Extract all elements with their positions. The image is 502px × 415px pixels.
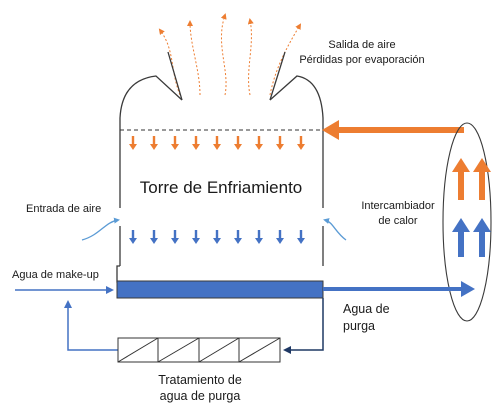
hot-water-return-arrowhead xyxy=(322,120,339,140)
air-inlet-arrows xyxy=(81,217,347,241)
arrow-down-icon xyxy=(150,230,158,244)
treatment-label-2: agua de purga xyxy=(160,389,241,403)
blowdown-water-label-2: purga xyxy=(343,319,375,333)
heat-exchanger-label: Intercambiador xyxy=(361,200,435,212)
arrow-down-icon xyxy=(297,136,305,150)
arrow-down-icon xyxy=(192,136,200,150)
arrow-down-icon xyxy=(213,230,221,244)
arrow-down-icon xyxy=(255,230,263,244)
arrow-down-icon xyxy=(150,136,158,150)
arrow-up-icon xyxy=(452,158,491,257)
arrow-down-icon xyxy=(234,230,242,244)
arrow-down-icon xyxy=(276,230,284,244)
arrow-down-icon xyxy=(234,136,242,150)
makeup-water-label: Agua de make-up xyxy=(12,269,99,281)
arrow-down-icon xyxy=(129,136,305,150)
arrow-down-icon xyxy=(276,136,284,150)
cold-water-basin xyxy=(116,280,324,299)
arrow-down-icon xyxy=(213,136,221,150)
tower-body xyxy=(116,51,324,283)
arrow-down-icon xyxy=(129,136,137,150)
arrow-down-icon xyxy=(255,136,263,150)
cold-water-outlet-arrowhead xyxy=(461,281,475,297)
arrow-down-icon xyxy=(297,230,305,244)
arrow-down-icon xyxy=(129,230,137,244)
arrow-down-icon xyxy=(171,136,179,150)
arrow-down-icon xyxy=(192,230,200,244)
blowdown-water-label: Agua de xyxy=(343,302,390,316)
treatment-label: Tratamiento de xyxy=(158,373,242,387)
heat-exchanger-ellipse xyxy=(442,122,492,322)
treated-water-return-line xyxy=(64,300,118,351)
steam-wisp-icon xyxy=(158,13,302,96)
air-inlet-label: Entrada de aire xyxy=(26,203,101,215)
air-outlet-label: Salida de aire xyxy=(328,39,395,51)
evaporation-loss-label: Pérdidas por evaporación xyxy=(299,54,424,66)
blowdown-return-line xyxy=(283,298,324,354)
heat-exchanger-label-2: de calor xyxy=(378,215,417,227)
arrow-down-icon xyxy=(129,230,305,244)
tower-title: Torre de Enfriamiento xyxy=(140,178,303,197)
arrow-down-icon xyxy=(171,230,179,244)
filter-cell-icon xyxy=(117,337,281,363)
